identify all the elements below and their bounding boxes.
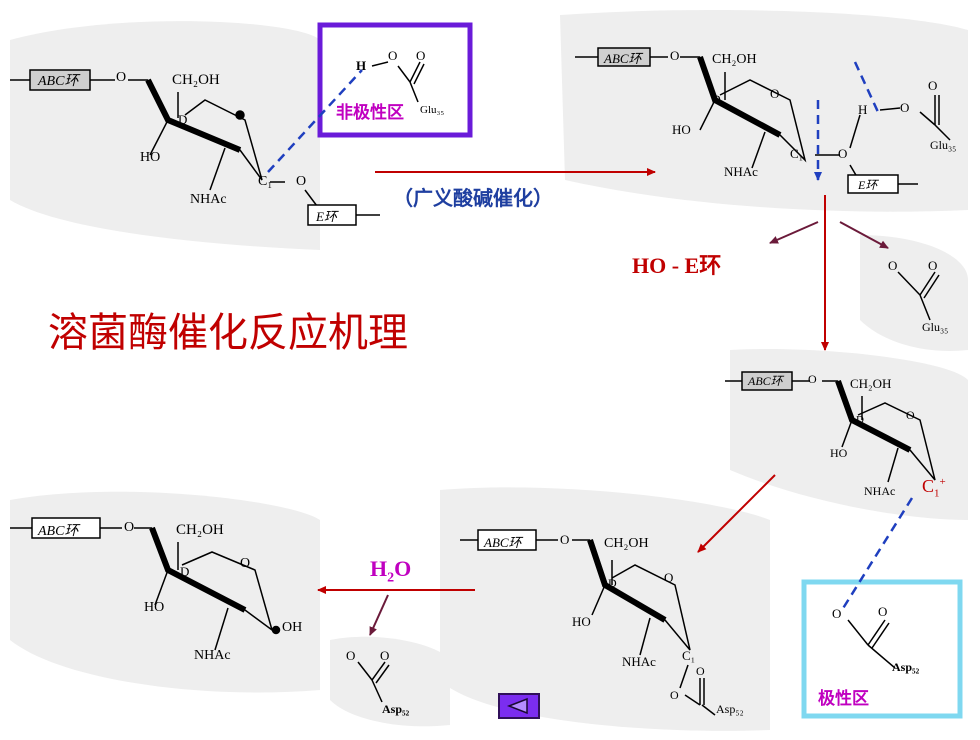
leaving-group-arrow bbox=[769, 221, 819, 244]
nonpolar-region-box bbox=[317, 22, 473, 138]
ch2oh-label-4: CH₂OH bbox=[604, 536, 649, 551]
asp52-product bbox=[357, 661, 390, 703]
oxygen-label-5: O bbox=[124, 520, 135, 535]
c1-label-2: C₁ bbox=[790, 146, 804, 161]
glu35-label-3: Glu₃₅ bbox=[922, 320, 949, 334]
asp-release-arrow bbox=[369, 594, 389, 636]
sugar-ring-1 bbox=[10, 69, 380, 226]
sugar-ring-5 bbox=[10, 517, 281, 651]
ch2oh-label-2: CH₂OH bbox=[712, 52, 757, 67]
back-triangle-icon bbox=[506, 697, 528, 715]
interaction-lines bbox=[267, 61, 914, 611]
polar-region-label: 极性区 bbox=[818, 689, 869, 709]
ho-label-2: HO bbox=[672, 122, 691, 137]
o-ring-label-5: O bbox=[240, 556, 251, 571]
oxygen-label-3: O bbox=[808, 372, 817, 386]
d-label-2: D bbox=[712, 92, 721, 106]
oxygen-label: O bbox=[116, 70, 127, 85]
abc-ring-label-1: ABC环 bbox=[38, 74, 79, 89]
glu35-label-2: Glu₃₅ bbox=[930, 138, 957, 152]
o-label-4c: O bbox=[696, 664, 705, 678]
nonpolar-region-label: 非极性区 bbox=[336, 103, 404, 123]
d-label-3: D bbox=[856, 414, 864, 426]
water-label: H2O bbox=[370, 556, 412, 586]
ch2oh-label-3: CH₂OH bbox=[850, 376, 892, 391]
h-label-2: H bbox=[858, 102, 868, 117]
glu35-label-box: Glu₃₅ bbox=[420, 104, 445, 116]
ho-label-5: HO bbox=[144, 600, 165, 615]
o-label-asp-2: O bbox=[878, 604, 888, 619]
ho-label-3: HO bbox=[830, 446, 848, 460]
sugar-ring-3 bbox=[725, 371, 936, 483]
o-label-2d: O bbox=[928, 78, 938, 93]
abc-ring-label-5: ABC环 bbox=[38, 524, 79, 539]
ho-label-1: HO bbox=[140, 150, 161, 165]
c1-label-4: C₁ bbox=[682, 648, 696, 663]
o-label-asp-1: O bbox=[832, 606, 842, 621]
d-label-5: D bbox=[180, 564, 190, 579]
e-ring-label-1: E环 bbox=[316, 209, 337, 224]
asp52-label-4: Asp₅₂ bbox=[716, 702, 744, 716]
asp52-label-box: Asp₅₂ bbox=[892, 660, 920, 674]
reaction-arrow-3 bbox=[697, 474, 776, 553]
nhac-label-1: NHAc bbox=[190, 192, 227, 207]
o-label-2b: O bbox=[838, 146, 848, 161]
sugar-ring-2 bbox=[575, 47, 951, 194]
abc-ring-label-2: ABC环 bbox=[604, 51, 642, 66]
h-label-box: H bbox=[356, 58, 367, 73]
nhac-label-2: NHAc bbox=[724, 164, 758, 179]
d-label-1: D bbox=[178, 112, 188, 127]
e-ring-label-2: E环 bbox=[858, 178, 878, 192]
o-label-glu-2: O bbox=[928, 258, 938, 273]
asp52-label-product: Asp₅₂ bbox=[382, 702, 410, 716]
o-label-asp-p1: O bbox=[346, 648, 356, 663]
slide-title: 溶菌酶催化反应机理 bbox=[48, 310, 408, 356]
o-label-asp-p2: O bbox=[380, 648, 390, 663]
ch2oh-label-1: CH₂OH bbox=[172, 72, 220, 88]
sugar-ring-4 bbox=[460, 529, 716, 716]
oxygen-label-4: O bbox=[560, 532, 570, 547]
o-ring-label-3: O bbox=[906, 408, 915, 422]
asp52-carboxylate bbox=[847, 619, 896, 669]
polar-region-box bbox=[801, 579, 963, 719]
o-label-box-2: O bbox=[416, 48, 426, 63]
glu35-carboxylate bbox=[897, 271, 940, 321]
nhac-label-4: NHAc bbox=[622, 654, 656, 669]
oxygen-label-2: O bbox=[670, 48, 680, 63]
ho-label-4: HO bbox=[572, 614, 591, 629]
nhac-label-3: NHAc bbox=[864, 484, 896, 498]
o-label-glu-1: O bbox=[888, 258, 898, 273]
o-ring-label-4: O bbox=[664, 570, 674, 585]
d-label-4: D bbox=[608, 576, 617, 590]
o-label-4b: O bbox=[670, 688, 679, 702]
back-button[interactable] bbox=[498, 693, 540, 719]
o-label-2c: O bbox=[900, 100, 910, 115]
carbocation-label: C1+ bbox=[922, 476, 946, 500]
o-ring-label-2: O bbox=[770, 86, 780, 101]
scan-backgrounds bbox=[10, 10, 968, 731]
abc-ring-label-3: ABC环 bbox=[748, 374, 783, 388]
oh-label-5: OH bbox=[282, 620, 303, 635]
o-label-box-1: O bbox=[388, 48, 398, 63]
nhac-label-5: NHAc bbox=[194, 648, 231, 663]
abc-ring-label-4: ABC环 bbox=[484, 535, 522, 550]
glu-release-arrow bbox=[839, 221, 889, 249]
glu35-acid bbox=[371, 61, 425, 103]
c1-label-1: C₁ bbox=[258, 174, 273, 189]
catalysis-label: （广义酸碱催化） bbox=[393, 186, 553, 210]
leaving-group-label: HO - E环 bbox=[632, 253, 722, 278]
oxygen-label-1b: O bbox=[296, 174, 307, 189]
ch2oh-label-5: CH₂OH bbox=[176, 522, 224, 538]
